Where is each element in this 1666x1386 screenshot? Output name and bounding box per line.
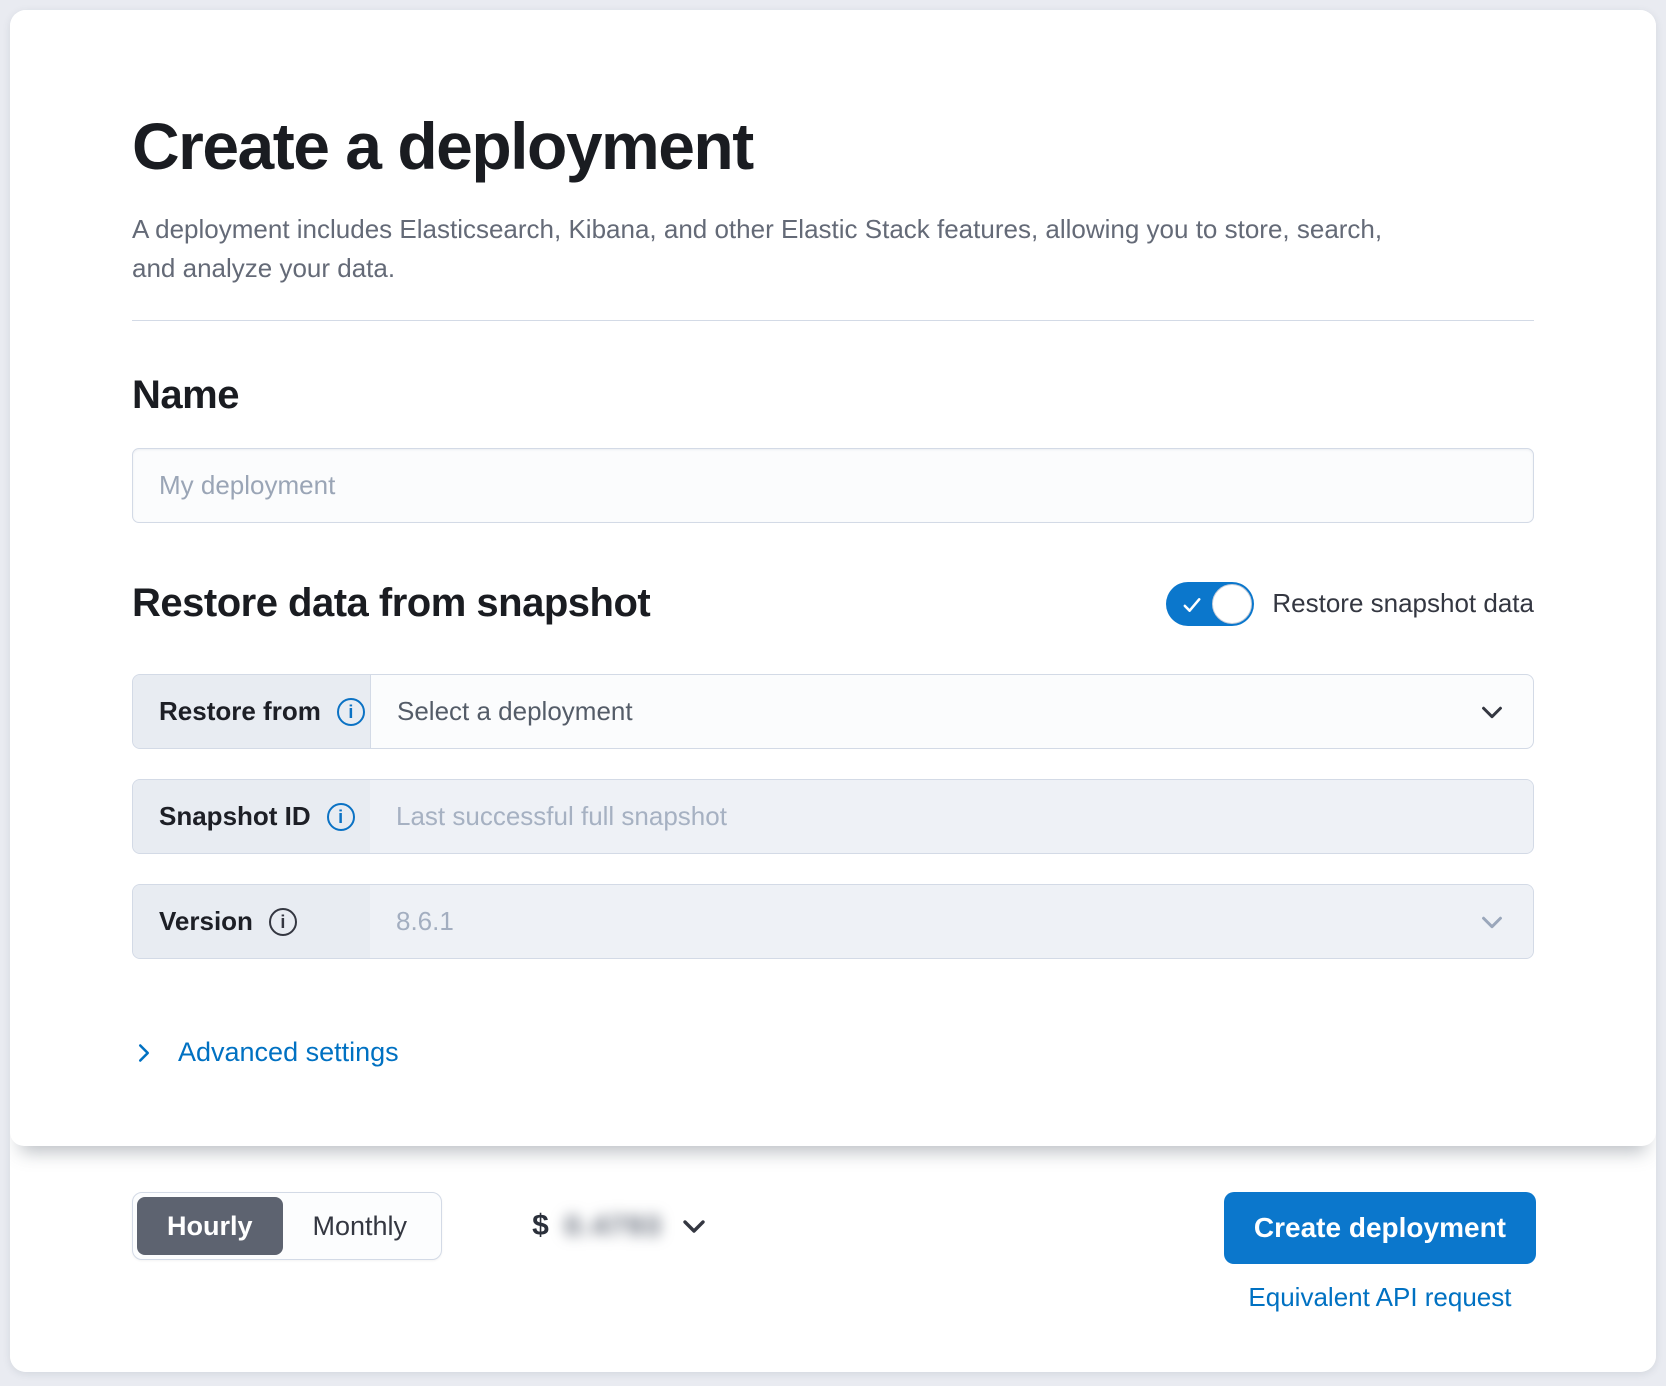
create-deployment-card: Create a deployment A deployment include… (10, 10, 1656, 1372)
version-select: 8.6.1 (370, 885, 1533, 958)
version-selected-value: 8.6.1 (396, 906, 454, 936)
advanced-settings-link[interactable]: Advanced settings (132, 1037, 399, 1068)
create-deployment-button[interactable]: Create deployment (1223, 1192, 1536, 1264)
chevron-down-icon (683, 1220, 706, 1233)
restore-from-label: Restore from (159, 696, 321, 726)
page-title: Create a deployment (132, 109, 754, 183)
restore-section-header: Restore data from snapshot Restore snaps… (132, 581, 1534, 626)
chevron-right-icon (138, 1043, 150, 1062)
restore-snapshot-toggle[interactable] (1166, 581, 1255, 626)
footer-bar: Hourly Monthly $ 0.4793 Create deploymen… (10, 1146, 1656, 1372)
billing-period-toggle: Hourly Monthly (132, 1192, 443, 1260)
page-subtitle: A deployment includes Elasticsearch, Kib… (132, 214, 1383, 283)
billing-option-monthly[interactable]: Monthly (283, 1197, 438, 1255)
blurred-price-amount: 0.4793 (564, 1210, 663, 1241)
snapshot-id-label: Snapshot ID (159, 801, 311, 831)
chevron-down-icon (1482, 706, 1502, 718)
snapshot-id-label-cell: Snapshot ID i (133, 780, 370, 853)
restore-from-selected-value: Select a deployment (397, 696, 633, 726)
footer-left: Hourly Monthly $ 0.4793 (132, 1192, 710, 1260)
equivalent-api-request-link[interactable]: Equivalent API request (1248, 1282, 1512, 1312)
restore-heading: Restore data from snapshot (132, 581, 651, 625)
toggle-knob (1212, 583, 1253, 624)
restore-from-row: Restore from i Select a deployment (132, 674, 1534, 749)
advanced-settings-label: Advanced settings (178, 1037, 399, 1067)
main-content: Create a deployment A deployment include… (10, 10, 1656, 1146)
snapshot-id-input (370, 780, 1533, 853)
version-label: Version (159, 906, 253, 936)
footer-right: Create deployment Equivalent API request (1223, 1192, 1536, 1313)
currency-symbol: $ (532, 1209, 549, 1242)
restore-from-label-cell: Restore from i (133, 675, 370, 748)
restore-from-select[interactable]: Select a deployment (370, 675, 1533, 748)
info-icon[interactable]: i (268, 907, 297, 936)
snapshot-id-row: Snapshot ID i (132, 779, 1534, 854)
info-icon[interactable]: i (336, 697, 365, 726)
version-label-cell: Version i (133, 885, 370, 958)
billing-option-hourly[interactable]: Hourly (137, 1197, 283, 1255)
version-row: Version i 8.6.1 (132, 884, 1534, 959)
restore-toggle-row: Restore snapshot data (1166, 581, 1534, 626)
deployment-name-input[interactable] (132, 448, 1534, 523)
price-display[interactable]: $ 0.4793 (532, 1209, 710, 1243)
info-icon[interactable]: i (326, 802, 355, 831)
chevron-down-icon (1482, 916, 1502, 928)
restore-toggle-label: Restore snapshot data (1272, 588, 1534, 618)
name-heading: Name (132, 373, 239, 417)
section-divider (132, 320, 1534, 321)
check-icon (1183, 597, 1201, 612)
